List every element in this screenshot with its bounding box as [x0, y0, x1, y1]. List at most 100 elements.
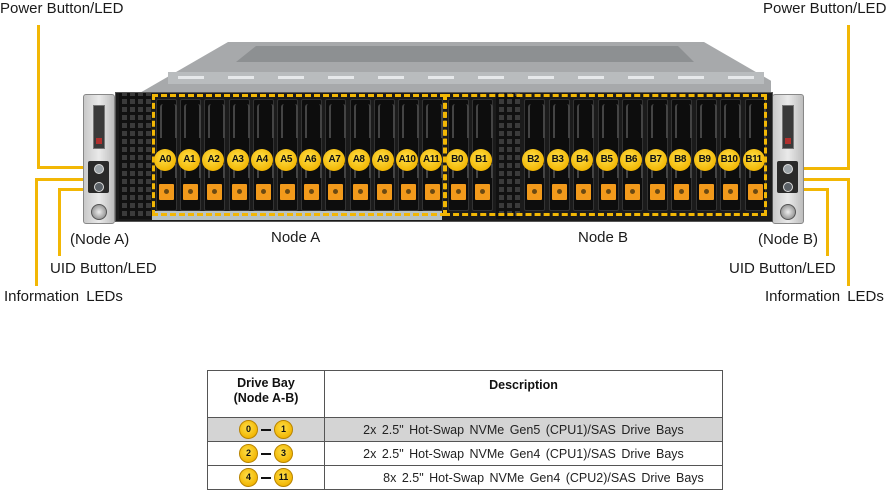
right-info-leader: [847, 178, 850, 286]
drive-release-latch[interactable]: [649, 184, 665, 200]
node-a-uid-button[interactable]: [94, 182, 104, 192]
drive-release-latch[interactable]: [527, 184, 542, 200]
bay-badge-from: 4: [239, 468, 258, 487]
drive-tray-lower: [650, 164, 668, 178]
drive-release-latch[interactable]: [231, 184, 247, 200]
description-header: Description: [324, 370, 723, 418]
drive-tray-lower: [476, 164, 493, 178]
drive-release-latch[interactable]: [425, 184, 441, 200]
left-uid-leader-h: [58, 188, 96, 191]
bay-number-badge: B6: [620, 149, 642, 171]
node-a-label: Node A: [271, 229, 321, 246]
drive-release-latch[interactable]: [747, 184, 763, 200]
node-a-highlight: [152, 94, 446, 216]
node-a-thumbscrew[interactable]: [91, 204, 107, 220]
drive-release-latch[interactable]: [376, 184, 392, 200]
drive-tray-lower: [353, 164, 371, 178]
drive-tray-lower: [528, 164, 545, 178]
bay-badge-to: 1: [274, 420, 293, 439]
drive-release-latch[interactable]: [576, 184, 591, 200]
node-b-control-panel: [777, 161, 798, 193]
bay-badge-to: 3: [274, 444, 293, 463]
drive-release-latch[interactable]: [304, 184, 320, 200]
drive-release-latch[interactable]: [451, 184, 466, 200]
drive-release-latch[interactable]: [207, 184, 223, 200]
drive-tray-grip: [256, 104, 274, 138]
left-vent: [119, 93, 151, 219]
drive-release-latch[interactable]: [328, 184, 344, 200]
drive-release-latch[interactable]: [159, 184, 174, 200]
drive-release-latch[interactable]: [401, 184, 416, 200]
drive-tray-lower: [256, 164, 274, 178]
left-uid-leader: [58, 188, 61, 256]
left-uid-label: UID Button/LED: [50, 260, 157, 277]
drive-tray-grip: [402, 104, 419, 138]
drive-tray-grip: [626, 104, 643, 138]
range-dash: [261, 428, 271, 431]
drive-tray-grip: [528, 104, 545, 138]
node-b-thumbscrew[interactable]: [780, 204, 796, 220]
node-b-ear-label: (Node B): [758, 231, 819, 248]
drive-tray-grip: [601, 104, 619, 138]
node-a-power-button[interactable]: [94, 164, 104, 174]
drive-tray-grip: [476, 104, 493, 138]
left-info-leader-h: [35, 178, 95, 181]
node-b-highlight: [444, 94, 767, 216]
drive-tray-grip: [281, 104, 298, 138]
right-power-label: Power Button/LED: [763, 0, 887, 17]
right-info-label: Information LEDs: [765, 288, 884, 305]
left-power-leader: [37, 25, 40, 168]
node-a-ear-label: (Node A): [70, 231, 130, 248]
drive-release-latch[interactable]: [723, 184, 738, 200]
drive-tray-lower: [724, 164, 741, 178]
right-info-leader-h: [790, 178, 850, 181]
description-cell: 2x 2.5" Hot-Swap NVMe Gen5 (CPU1)/SAS Dr…: [324, 417, 723, 442]
left-info-leader: [35, 178, 38, 286]
drive-release-latch[interactable]: [625, 184, 640, 200]
drive-release-latch[interactable]: [674, 184, 689, 200]
bay-number-badge: A10: [396, 149, 418, 171]
drive-tray-lower: [577, 164, 594, 178]
drive-tray-grip: [184, 104, 202, 138]
left-info-label: Information LEDs: [4, 288, 123, 305]
right-uid-label: UID Button/LED: [729, 260, 836, 277]
drive-release-latch[interactable]: [551, 184, 567, 200]
drive-tray-grip: [377, 104, 395, 138]
bay-number-badge: A2: [202, 149, 225, 171]
drive-release-latch[interactable]: [280, 184, 295, 200]
drive-tray-grip: [208, 104, 226, 138]
drive-tray-lower: [601, 164, 619, 178]
node-b-power-button[interactable]: [783, 164, 793, 174]
drive-release-latch[interactable]: [183, 184, 199, 200]
left-power-label: Power Button/LED: [0, 0, 124, 17]
bay-number-badge: B11: [742, 149, 765, 171]
drive-bay-header: Drive Bay (Node A-B): [207, 370, 325, 418]
bay-number-badge: B0: [446, 149, 468, 171]
bay-number-badge: A11: [420, 149, 443, 171]
drive-tray-lower: [377, 164, 395, 178]
drive-release-latch[interactable]: [600, 184, 616, 200]
bay-number-badge: A4: [250, 149, 273, 171]
drive-release-latch[interactable]: [475, 184, 490, 200]
bay-number-badge: B9: [693, 149, 716, 171]
drive-tray-lower: [160, 164, 177, 178]
bay-number-badge: A0: [154, 149, 176, 171]
drive-tray-lower: [426, 164, 444, 178]
center-vent: [496, 93, 520, 219]
drive-release-latch[interactable]: [352, 184, 368, 200]
drive-release-latch[interactable]: [698, 184, 714, 200]
drive-tray-lower: [208, 164, 226, 178]
drive-release-latch[interactable]: [255, 184, 271, 200]
node-b-uid-button[interactable]: [783, 182, 793, 192]
drive-tray-grip: [699, 104, 717, 138]
range-dash: [261, 476, 271, 479]
bay-number-badge: A5: [275, 149, 297, 171]
